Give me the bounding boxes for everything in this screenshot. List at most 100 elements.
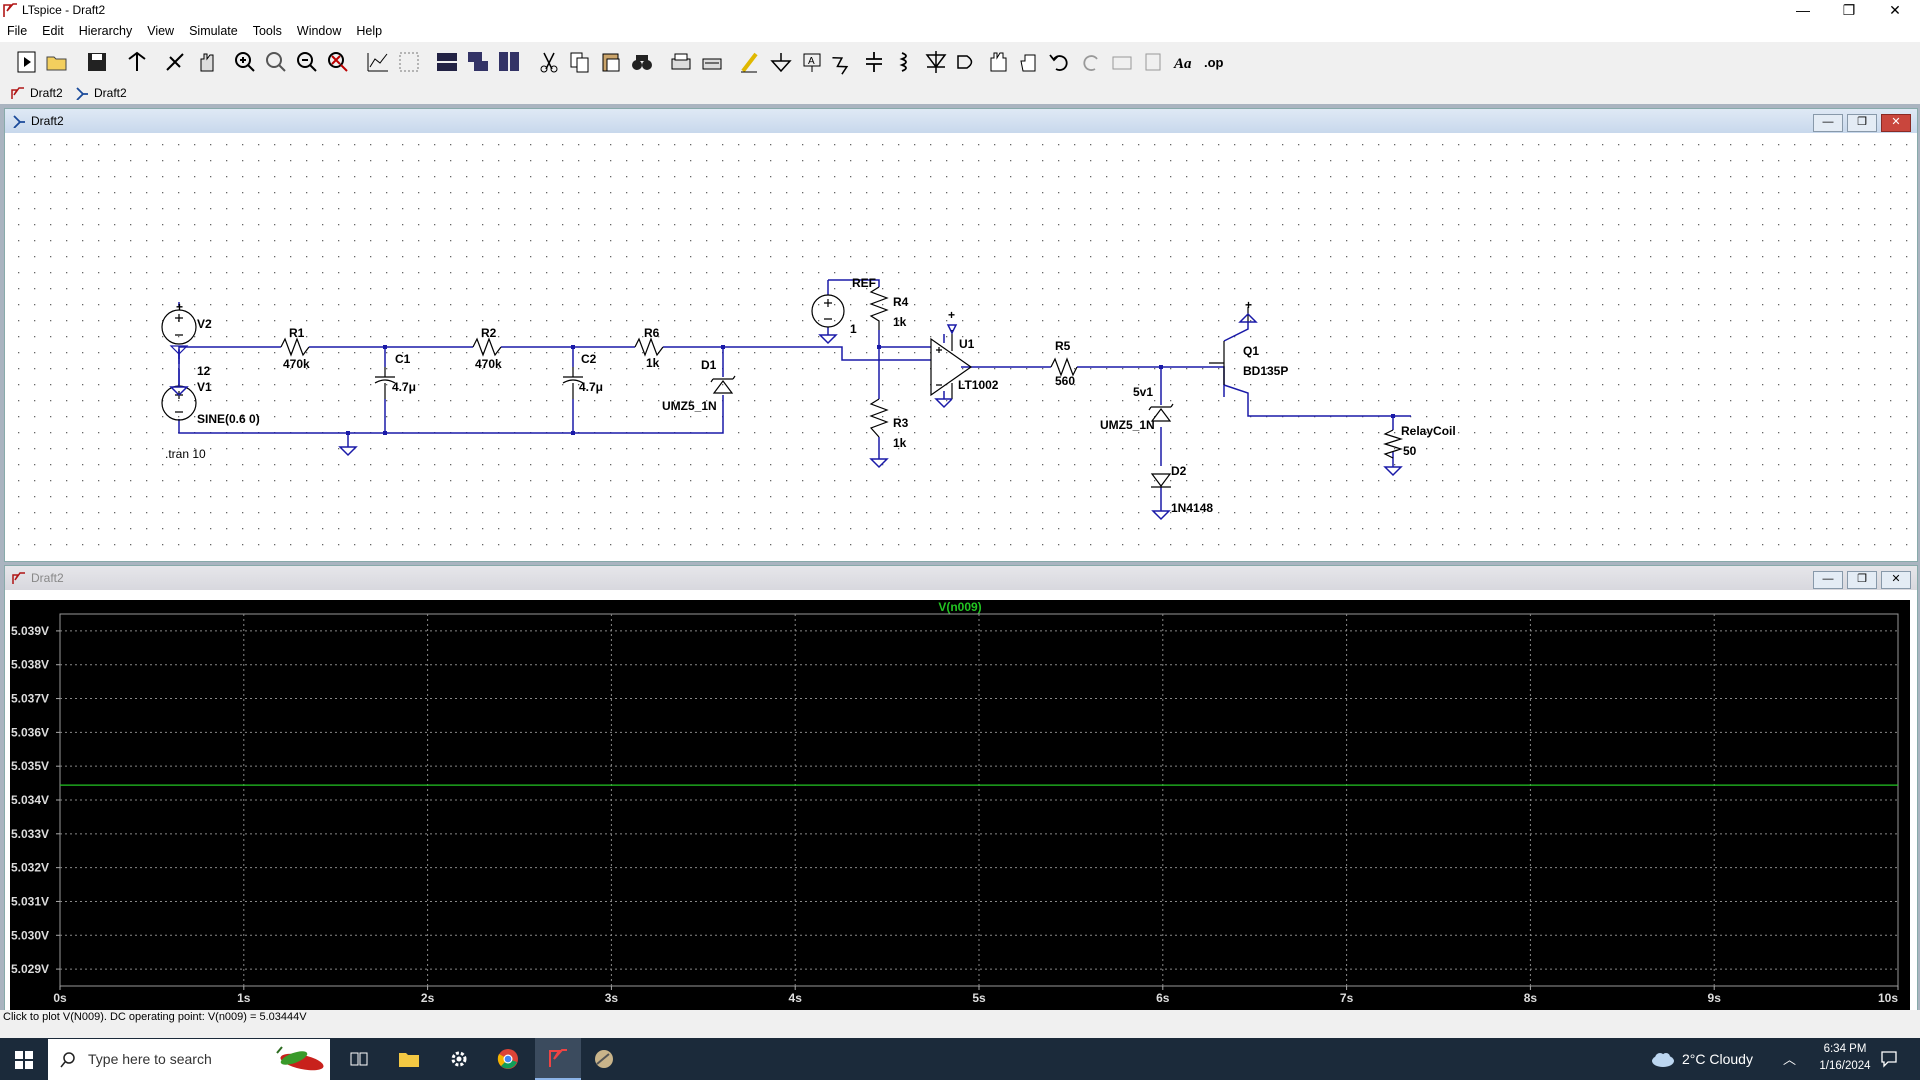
inductor-icon[interactable] [892,49,918,75]
cut-icon[interactable] [536,49,562,75]
c2-capacitor[interactable] [562,367,584,399]
clock-date[interactable]: 1/16/2024 [1819,1060,1871,1072]
spice-directive-icon[interactable]: .op [1202,49,1228,75]
v2-source-icon[interactable] [161,309,197,345]
new-schematic-icon[interactable] [14,49,40,75]
components [161,286,1404,488]
ref-source-icon[interactable] [811,294,845,328]
autorange-icon[interactable] [365,49,391,75]
chrome-icon[interactable] [497,1048,519,1070]
r6-resistor[interactable] [634,337,664,357]
plot-icon [12,572,25,584]
schematic-icon [76,87,88,100]
diode-icon[interactable] [923,49,949,75]
z1-zener[interactable] [1148,403,1174,422]
c1-capacitor[interactable] [374,367,396,399]
plot-restore-button[interactable]: ❐ [1847,571,1877,589]
redo-icon[interactable] [1078,49,1104,75]
grid-icon[interactable] [396,49,422,75]
v2-plus: + [176,300,183,314]
label-net-icon[interactable]: A [799,49,825,75]
schematic-close-button[interactable]: ✕ [1881,114,1911,132]
print-icon[interactable] [668,49,694,75]
menu-file[interactable]: File [7,24,28,38]
file-explorer-icon[interactable] [398,1049,420,1069]
d2-diode[interactable] [1150,473,1172,488]
zoom-in-icon[interactable] [232,49,258,75]
app-icon[interactable] [593,1048,615,1070]
cascade-icon[interactable] [465,49,491,75]
plot-close-button[interactable]: ✕ [1881,571,1911,589]
capacitor-icon[interactable] [861,49,887,75]
clock-time[interactable]: 6:34 PM [1823,1043,1867,1055]
copy-icon[interactable] [567,49,593,75]
q1-transistor[interactable] [1209,341,1225,385]
schematic-icon [13,115,25,128]
r4-resistor[interactable] [869,286,889,330]
paste-icon[interactable] [598,49,624,75]
weather-cloud-icon[interactable] [1650,1051,1676,1067]
draw-wire-icon[interactable] [737,49,763,75]
open-folder-icon[interactable] [44,49,70,75]
resistor-icon[interactable] [830,49,856,75]
close-button[interactable]: ✕ [1889,2,1901,18]
r1-name: R1 [289,326,305,340]
save-icon[interactable] [84,49,110,75]
run-icon[interactable] [162,49,188,75]
control-panel-icon[interactable] [124,49,150,75]
windows-start-icon[interactable] [15,1051,33,1069]
menu-help[interactable]: Help [356,24,383,38]
maximize-button[interactable]: ❐ [1842,2,1856,18]
print-preview-icon[interactable] [699,49,725,75]
plot-minimize-button[interactable]: — [1813,571,1843,589]
tab-strip: Draft2 Draft2 [0,82,1920,105]
pan-icon[interactable] [263,49,289,75]
minimize-button[interactable]: — [1796,2,1810,18]
schematic-minimize-button[interactable]: — [1813,114,1843,132]
halt-hand-icon[interactable] [194,49,220,75]
u1-opamp[interactable] [930,337,973,397]
tile-vertical-icon[interactable] [496,49,522,75]
notification-icon[interactable] [1880,1050,1898,1068]
taskbar-ltspice-active[interactable] [535,1038,581,1080]
rotate-icon[interactable] [1109,49,1135,75]
tile-horizontal-icon[interactable] [434,49,460,75]
task-view-icon[interactable] [350,1050,368,1068]
find-icon[interactable] [629,49,655,75]
trace-label[interactable]: V(n009) [938,600,981,614]
mirror-icon[interactable] [1140,49,1166,75]
r2-resistor[interactable] [472,337,502,357]
menu-window[interactable]: Window [296,24,342,38]
zoom-fit-icon[interactable] [325,49,351,75]
d1-zener[interactable] [710,375,736,394]
undo-icon[interactable] [1047,49,1073,75]
move-hand-icon[interactable] [985,49,1011,75]
tab-plot-draft2[interactable]: Draft2 [8,84,69,102]
weather-text[interactable]: 2°C Cloudy [1682,1051,1753,1067]
tray-chevron-up-icon[interactable]: ︿ [1783,1052,1797,1067]
menu-tools[interactable]: Tools [252,24,282,38]
tab-label: Draft2 [30,86,63,100]
r3-resistor[interactable] [869,398,889,438]
r2-name: R2 [481,326,497,340]
menu-edit[interactable]: Edit [42,24,64,38]
text-icon[interactable]: Aa [1171,49,1197,75]
relaycoil-resistor[interactable] [1382,429,1404,459]
component-icon[interactable] [954,49,980,75]
menu-view[interactable]: View [147,24,175,38]
schematic-restore-button[interactable]: ❐ [1847,114,1877,132]
x-tick-label: 6s [1156,991,1170,1005]
r1-resistor[interactable] [280,337,310,357]
settings-gear-icon[interactable] [449,1049,469,1069]
menu-simulate[interactable]: Simulate [189,24,238,38]
tab-schematic-draft2[interactable]: Draft2 [72,84,133,102]
drag-hand-icon[interactable] [1016,49,1042,75]
ground-icon[interactable] [768,49,794,75]
schematic-canvas[interactable]: + V2 12 V1 SINE(0.6 0) .tran 10 R1 470k … [11,137,1911,557]
zoom-out-icon[interactable] [294,49,320,75]
taskbar-search-box[interactable]: Type here to search [48,1039,330,1080]
r5-resistor[interactable] [1050,357,1078,377]
waveform-plot[interactable]: V(n009) 5.029V5.030V5.031V5.032V5.033V5.… [10,600,1910,1010]
menu-hierarchy[interactable]: Hierarchy [78,24,133,38]
